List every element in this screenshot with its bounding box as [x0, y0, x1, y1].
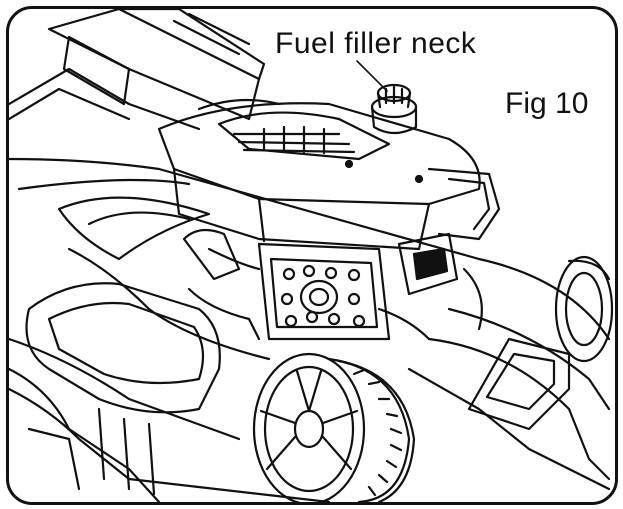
- figure-frame: Fuel filler neck Fig 10: [6, 6, 618, 505]
- fuel-filler-neck: [370, 83, 418, 135]
- front-bumper: [9, 282, 221, 502]
- fuel-filler-neck-label: Fuel filler neck: [275, 27, 477, 60]
- deck-details: [182, 228, 483, 341]
- mower-deck: [9, 157, 611, 502]
- engine-cover: [157, 98, 501, 251]
- callout-leader: [356, 60, 388, 92]
- front-wheel: [252, 352, 416, 502]
- lawnmower-line-drawing: [9, 9, 614, 502]
- rear-wheel: [554, 255, 614, 363]
- engine-switch: [397, 232, 459, 296]
- handle-frame: [9, 9, 266, 131]
- engine-grille: [257, 242, 391, 341]
- figure-number: Fig 10: [505, 87, 589, 120]
